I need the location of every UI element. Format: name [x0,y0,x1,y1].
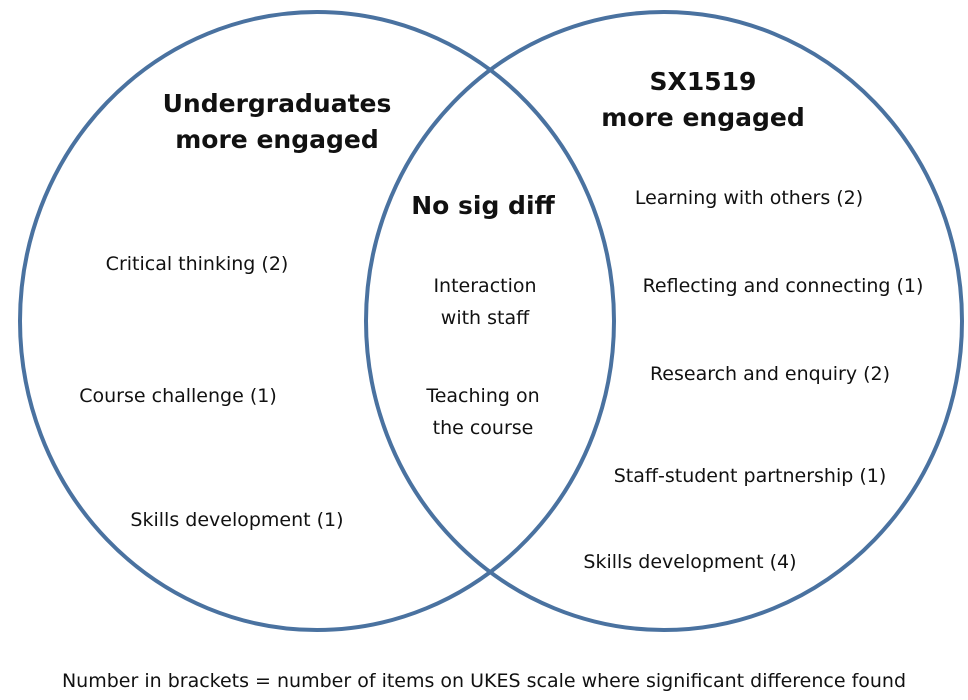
right-circle [364,10,964,632]
left-item: Critical thinking (2) [105,253,289,275]
right-item: Learning with others (2) [634,187,864,209]
left-item: Skills development (1) [130,509,344,531]
right-item: Reflecting and connecting (1) [642,275,924,297]
right-item: Staff-student partnership (1) [613,465,887,487]
footnote: Number in brackets = number of items on … [61,670,907,692]
left-item: Course challenge (1) [79,385,277,407]
right-item: Research and enquiry (2) [649,363,891,385]
right-item: Skills development (4) [583,551,797,573]
middle-title: No sig diff [411,191,555,220]
left-circle [18,10,616,632]
